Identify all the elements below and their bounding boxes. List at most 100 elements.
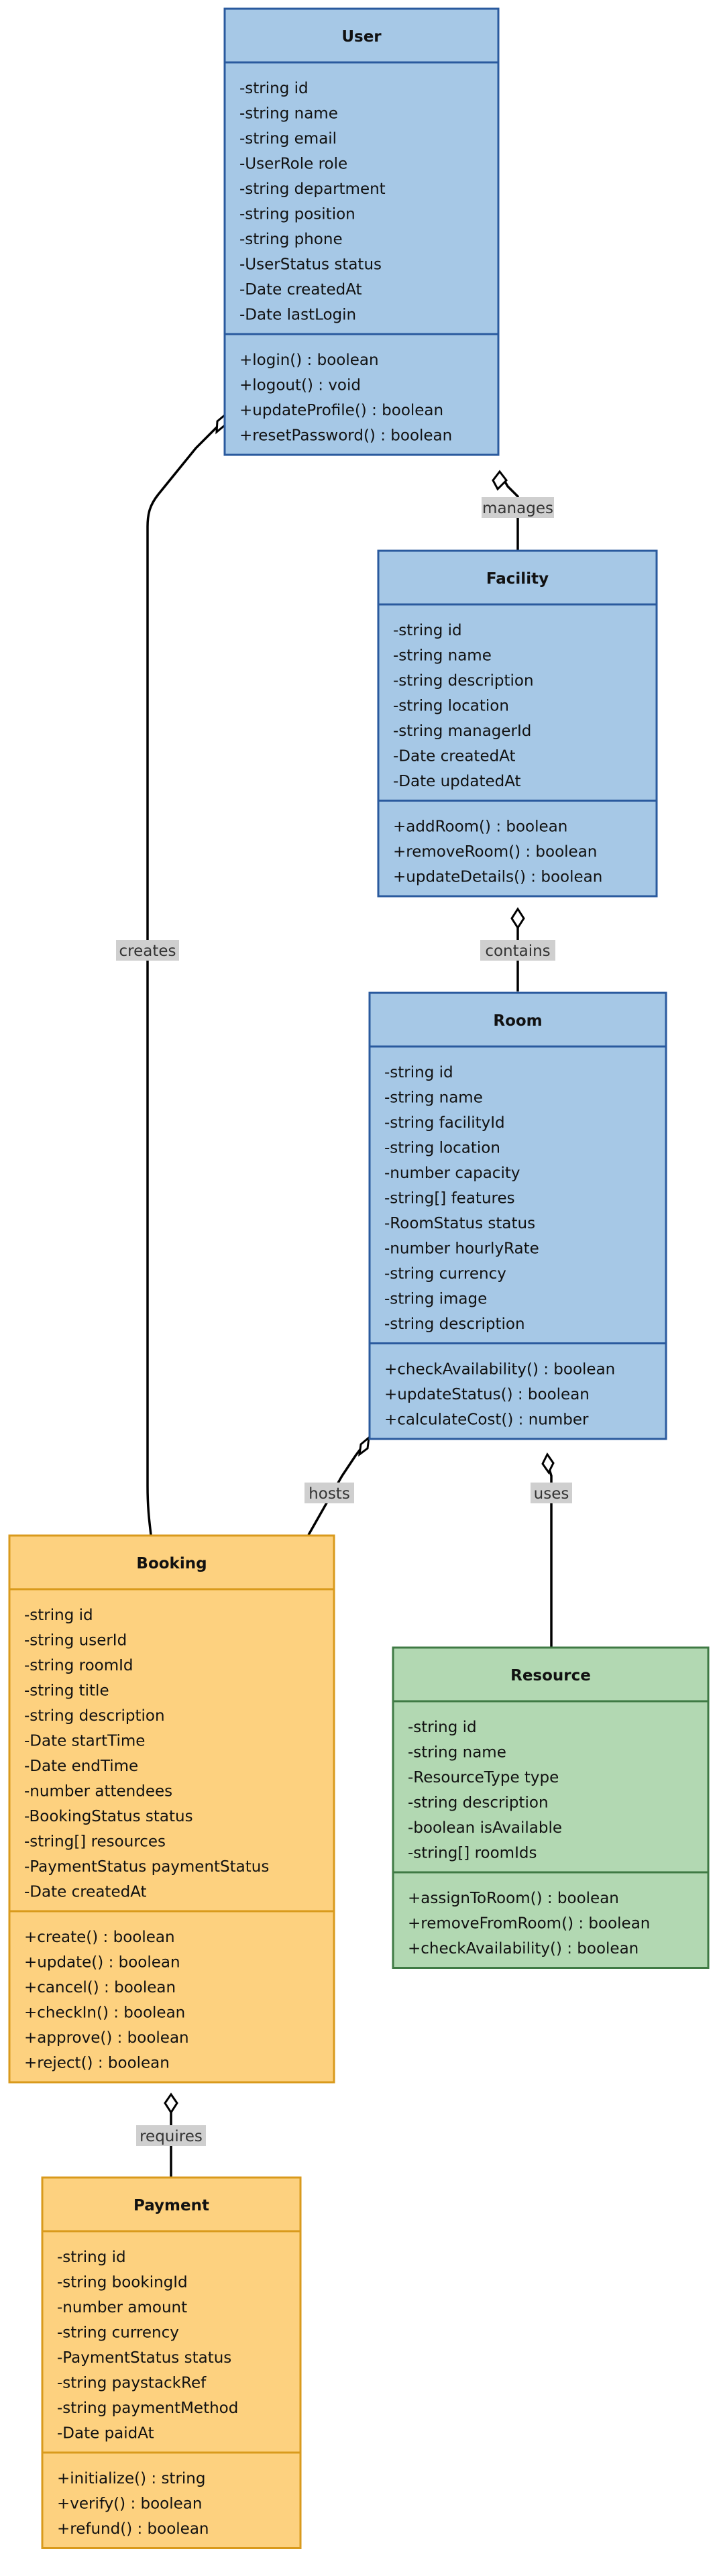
relation-label-requires: requires bbox=[136, 2125, 206, 2146]
payment-method: +refund() : boolean bbox=[57, 2520, 209, 2538]
class-facility: Facility -string id -string name -string de… bbox=[377, 549, 658, 898]
user-attribute: -string email bbox=[239, 130, 337, 148]
user-attribute: -UserStatus status bbox=[239, 256, 382, 274]
payment-attribute: -string id bbox=[57, 2249, 126, 2266]
payment-attribute: -number amount bbox=[57, 2299, 187, 2316]
room-attribute: -string id bbox=[384, 1064, 453, 1081]
facility-attribute: -string managerId bbox=[393, 722, 531, 740]
svg-text:manages: manages bbox=[482, 500, 553, 517]
booking-attribute: -string title bbox=[24, 1682, 109, 1700]
facility-attribute: -string location bbox=[393, 698, 509, 715]
room-attribute: -string location bbox=[384, 1140, 500, 1157]
svg-text:creates: creates bbox=[119, 943, 176, 960]
booking-method: +checkIn() : boolean bbox=[24, 2004, 185, 2022]
user-attribute: -Date createdAt bbox=[239, 281, 362, 299]
booking-attribute: -string[] resources bbox=[24, 1833, 166, 1851]
room-attribute: -number capacity bbox=[384, 1165, 520, 1182]
facility-method: +removeRoom() : boolean bbox=[393, 843, 597, 861]
room-attribute: -string facilityId bbox=[384, 1114, 505, 1132]
room-class-name: Room bbox=[493, 1012, 542, 1030]
room-attribute: -string image bbox=[384, 1291, 487, 1308]
edge-user-booking bbox=[146, 418, 226, 1536]
relation-label-creates: creates bbox=[116, 940, 179, 961]
booking-class-name: Booking bbox=[136, 1555, 207, 1572]
room-attribute: -string currency bbox=[384, 1265, 506, 1283]
payment-method: +verify() : boolean bbox=[57, 2496, 202, 2513]
relation-label-contains: contains bbox=[480, 940, 555, 961]
user-box bbox=[223, 7, 500, 456]
booking-attribute: -number attendees bbox=[24, 1783, 172, 1801]
booking-attribute: -string description bbox=[24, 1707, 165, 1725]
user-attribute: -string position bbox=[239, 206, 355, 223]
resource-class-name: Resource bbox=[510, 1667, 591, 1684]
resource-attribute: -string name bbox=[408, 1744, 506, 1762]
user-class-name: User bbox=[341, 28, 382, 46]
resource-method: +assignToRoom() : boolean bbox=[408, 1890, 619, 1907]
user-method: +resetPassword() : boolean bbox=[239, 427, 452, 445]
payment-method: +initialize() : string bbox=[57, 2470, 205, 2487]
aggregation-diamond-manages bbox=[492, 470, 508, 491]
user-attribute: -string id bbox=[239, 80, 309, 97]
svg-text:uses: uses bbox=[534, 1485, 569, 1503]
svg-text:hosts: hosts bbox=[309, 1485, 350, 1503]
user-method: +logout() : void bbox=[239, 377, 361, 394]
facility-attribute: -Date updatedAt bbox=[393, 773, 521, 790]
booking-attribute: -BookingStatus status bbox=[24, 1808, 193, 1825]
booking-attribute: -string roomId bbox=[24, 1657, 133, 1674]
facility-attribute: -string description bbox=[393, 672, 534, 690]
class-booking: Booking -string id -string userId -string r… bbox=[8, 1534, 335, 2084]
relation-label-manages: manages bbox=[482, 497, 554, 518]
room-attribute: -string description bbox=[384, 1316, 525, 1333]
room-method: +calculateCost() : number bbox=[384, 1411, 589, 1429]
user-method: +updateProfile() : boolean bbox=[239, 402, 443, 419]
room-attribute: -string[] features bbox=[384, 1190, 515, 1208]
resource-attribute: -string description bbox=[408, 1794, 549, 1812]
booking-method: +update() : boolean bbox=[24, 1954, 180, 1972]
user-attribute: -Date lastLogin bbox=[239, 307, 356, 324]
facility-attribute: -string name bbox=[393, 647, 492, 665]
user-attribute: -UserRole role bbox=[239, 156, 347, 173]
facility-method: +updateDetails() : boolean bbox=[393, 869, 602, 886]
room-method: +checkAvailability() : boolean bbox=[384, 1361, 615, 1379]
user-attribute: -string phone bbox=[239, 231, 343, 248]
aggregation-diamond-requires bbox=[164, 2092, 178, 2114]
room-attribute: -number hourlyRate bbox=[384, 1240, 539, 1258]
booking-method: +create() : boolean bbox=[24, 1929, 175, 1946]
resource-method: +removeFromRoom() : boolean bbox=[408, 1915, 650, 1933]
relation-label-hosts: hosts bbox=[305, 1483, 354, 1503]
user-method: +login() : boolean bbox=[239, 352, 379, 369]
facility-method: +addRoom() : boolean bbox=[393, 818, 567, 836]
facility-attribute: -string id bbox=[393, 622, 462, 639]
class-user: User -string id -string name -string email -… bbox=[223, 7, 500, 456]
svg-text:contains: contains bbox=[485, 943, 550, 960]
aggregation-diamond-contains bbox=[510, 907, 525, 930]
booking-attribute: -string userId bbox=[24, 1632, 127, 1650]
booking-method: +cancel() : boolean bbox=[24, 1979, 176, 1996]
resource-attribute: -string id bbox=[408, 1719, 477, 1736]
class-payment: Payment-string id-string bookingId-numbe… bbox=[41, 2176, 302, 2549]
booking-attribute: -Date endTime bbox=[24, 1758, 138, 1775]
facility-class-name: Facility bbox=[486, 570, 549, 588]
payment-box bbox=[41, 2176, 302, 2549]
user-attribute: -string name bbox=[239, 105, 338, 123]
payment-attribute: -string currency bbox=[57, 2324, 179, 2342]
booking-attribute: -string id bbox=[24, 1607, 93, 1624]
facility-box bbox=[377, 549, 658, 898]
room-attribute: -string name bbox=[384, 1089, 483, 1107]
booking-method: +reject() : boolean bbox=[24, 2055, 170, 2072]
class-room: Room -string id -string name -string facili… bbox=[368, 991, 667, 1440]
room-box bbox=[368, 991, 667, 1440]
facility-attribute: -Date createdAt bbox=[393, 748, 516, 765]
payment-attribute: -string bookingId bbox=[57, 2274, 188, 2292]
booking-method: +approve() : boolean bbox=[24, 2029, 189, 2047]
payment-attribute: -string paystackRef bbox=[57, 2375, 207, 2392]
room-method: +updateStatus() : boolean bbox=[384, 1386, 590, 1403]
booking-box bbox=[8, 1534, 335, 2084]
payment-attribute: -PaymentStatus status bbox=[57, 2349, 231, 2367]
booking-attribute: -Date startTime bbox=[24, 1733, 145, 1750]
resource-method: +checkAvailability() : boolean bbox=[408, 1940, 639, 1957]
payment-attribute: -string paymentMethod bbox=[57, 2400, 238, 2417]
user-attribute: -string department bbox=[239, 180, 386, 198]
resource-attribute: -boolean isAvailable bbox=[408, 1819, 562, 1837]
